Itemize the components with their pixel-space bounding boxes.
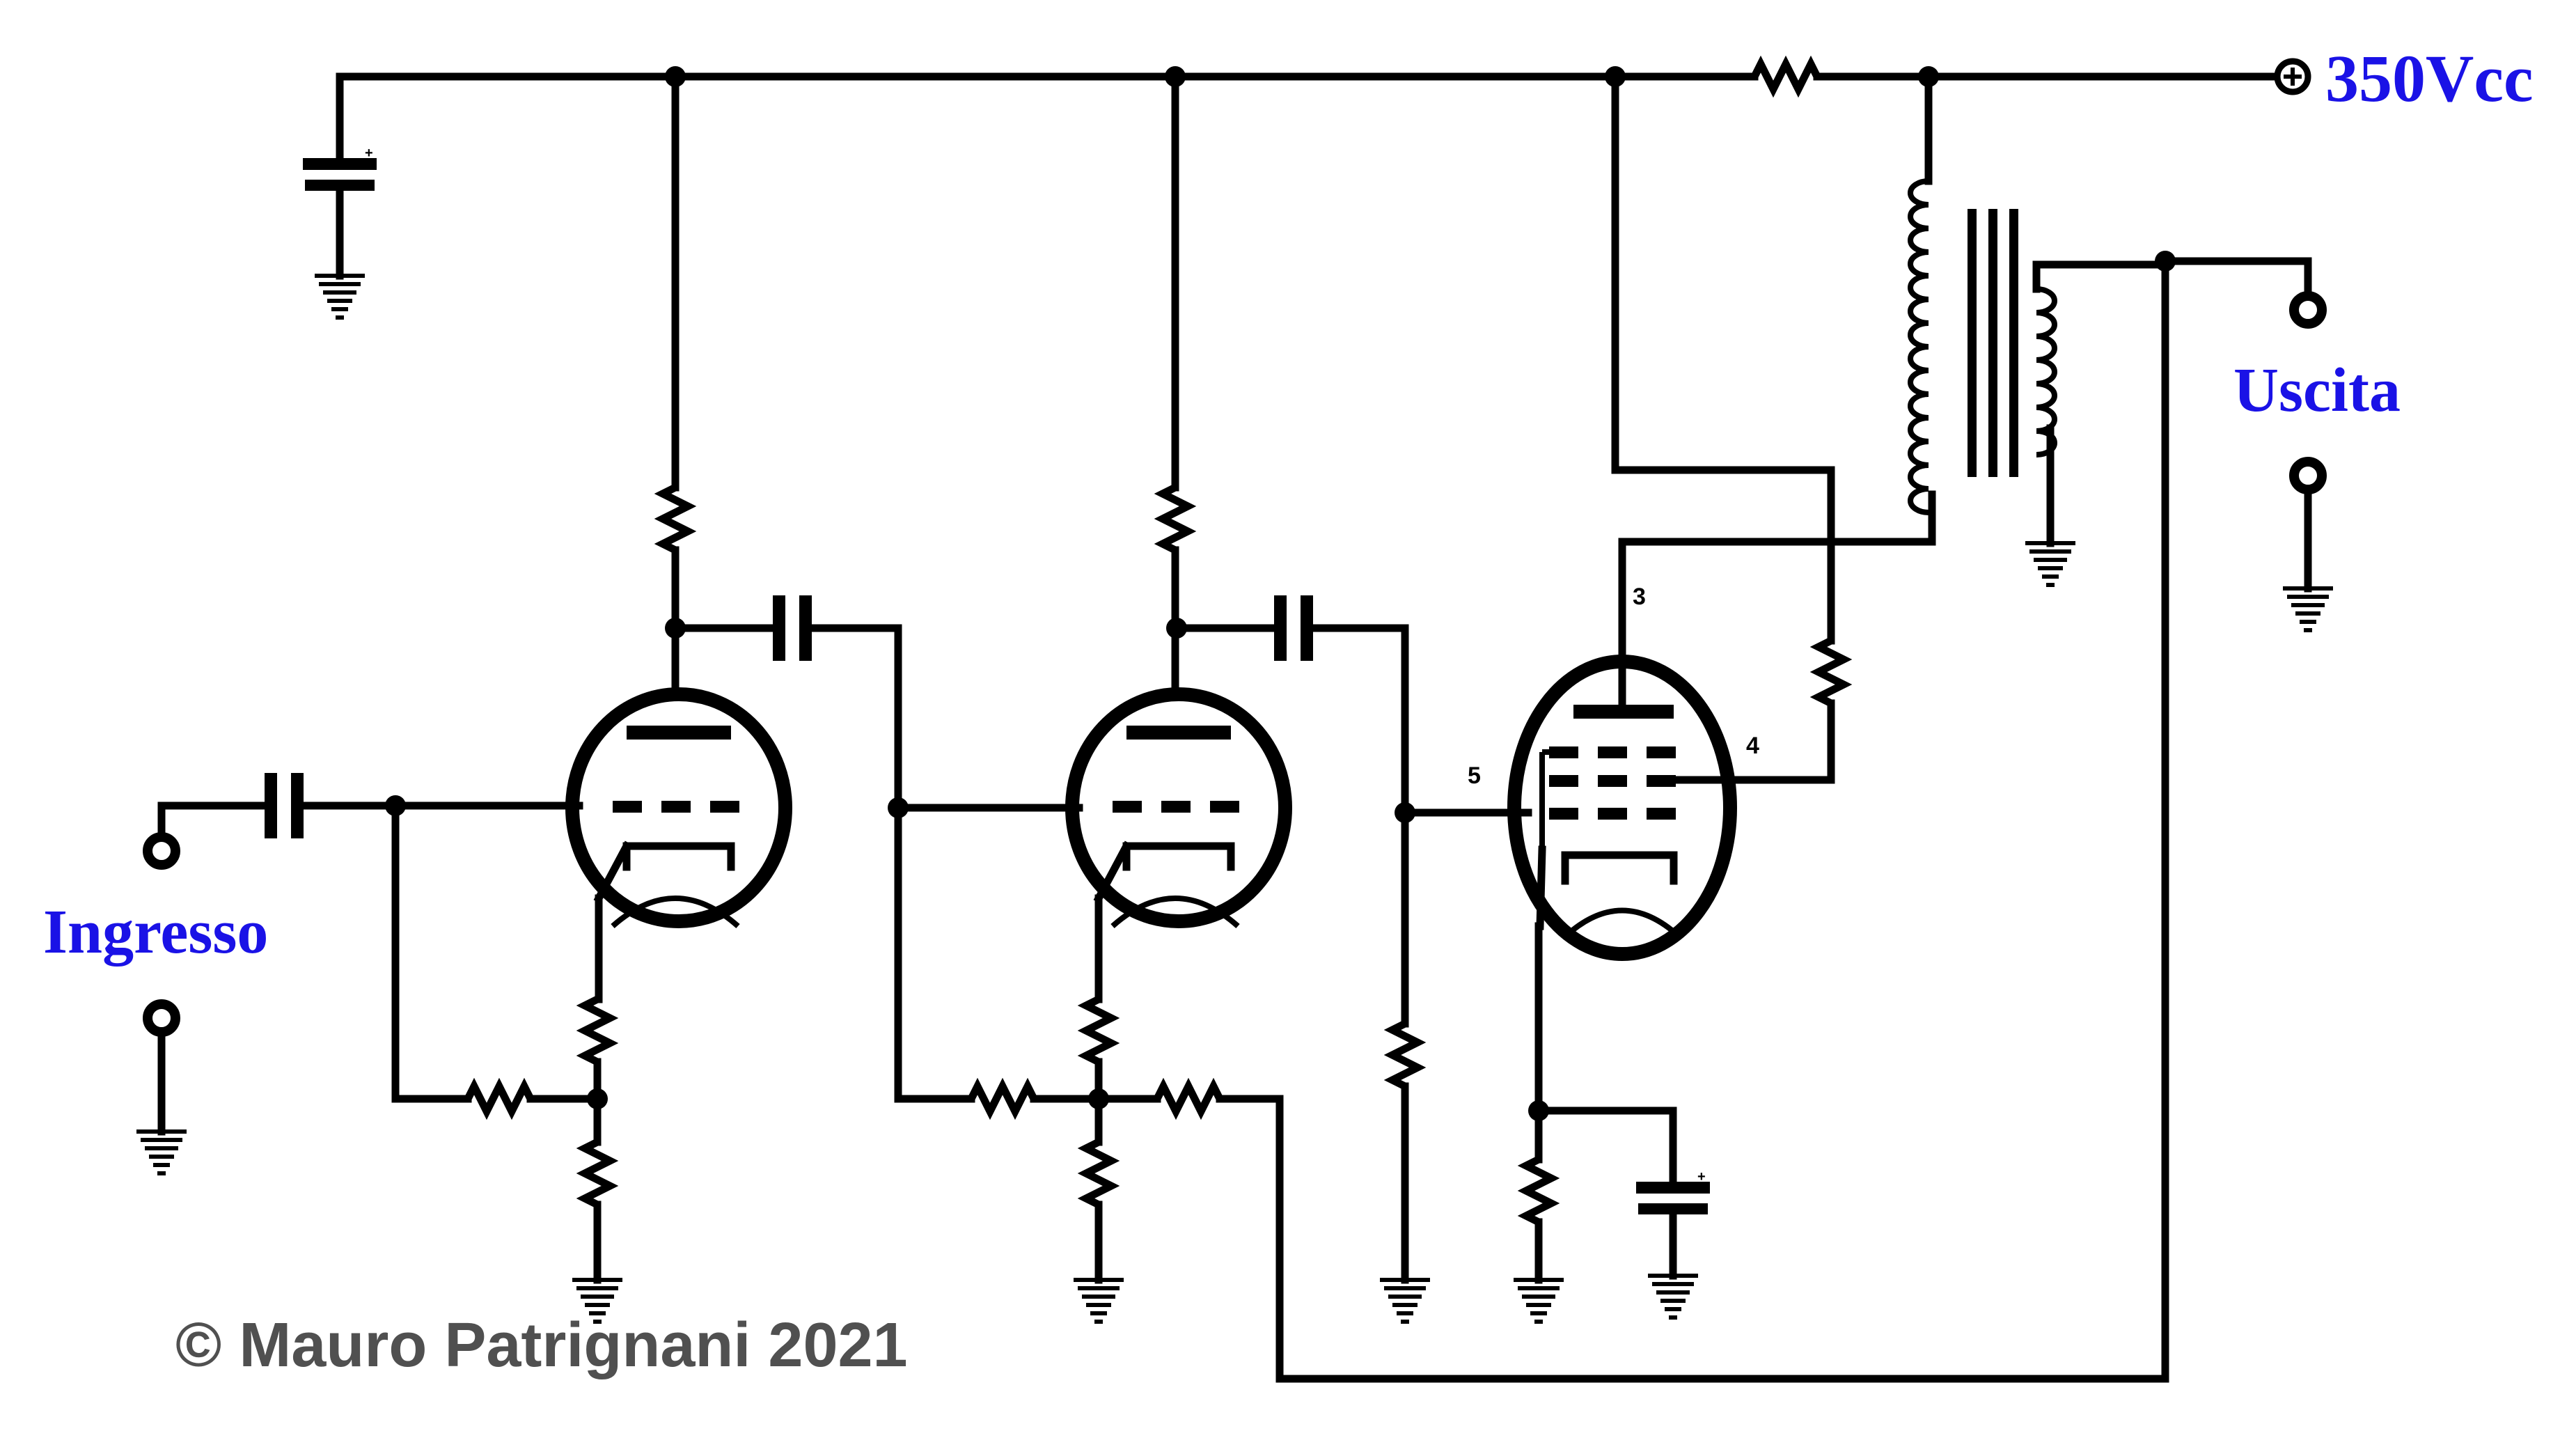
stage-2 xyxy=(888,72,2176,1383)
copyright-text: © Mauro Patrignani 2021 xyxy=(175,1311,908,1380)
triode-1 xyxy=(565,687,792,928)
pin-screen: 4 xyxy=(1746,733,1759,759)
supply-terminal xyxy=(2274,58,2311,95)
input-terminal-ground xyxy=(143,999,180,1037)
output-terminals xyxy=(2161,257,2333,630)
triode-2 xyxy=(1065,687,1292,928)
svg-text:+: + xyxy=(1697,1169,1706,1184)
filter-capacitor: + xyxy=(303,72,377,318)
input-terminal-hot xyxy=(143,832,180,870)
output-label: Uscita xyxy=(2233,356,2401,425)
input-label: Ingresso xyxy=(43,898,268,967)
svg-text:+: + xyxy=(365,146,373,161)
output-stage: 5 3 4 + xyxy=(1380,72,1936,1322)
stage-1 xyxy=(136,72,975,1322)
input-capacitor xyxy=(265,773,304,838)
pin-plate: 3 xyxy=(1633,584,1646,610)
supply-rail xyxy=(336,64,2282,89)
cathode-capacitor: + xyxy=(1636,1169,1710,1214)
pin-grid: 5 xyxy=(1468,763,1481,789)
pentode: 5 3 4 xyxy=(1468,584,1759,961)
supply-label: 350Vcc xyxy=(2325,41,2534,116)
output-terminal-ground xyxy=(2289,457,2327,494)
output-transformer xyxy=(1908,72,2169,585)
output-terminal-hot xyxy=(2289,291,2327,329)
